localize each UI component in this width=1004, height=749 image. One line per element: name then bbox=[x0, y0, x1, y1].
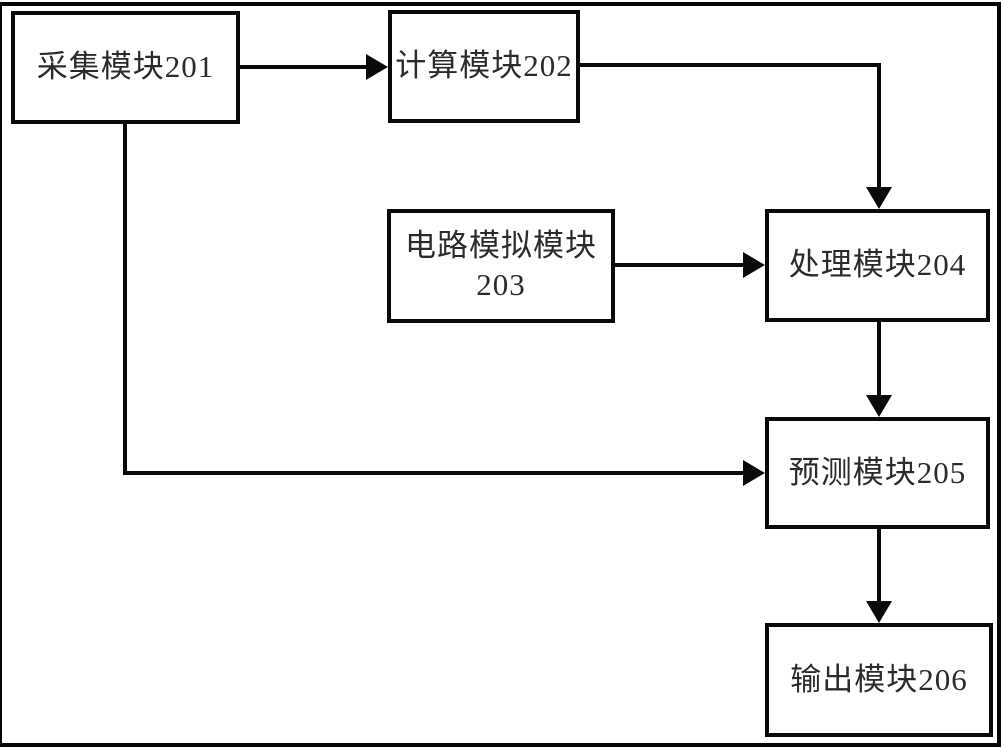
node-processing-module-204: 处理模块204 bbox=[765, 209, 990, 322]
connector-204-to-205-line bbox=[877, 320, 881, 397]
connector-202-to-204-vertical-line bbox=[877, 63, 881, 191]
connector-205-to-206-line bbox=[877, 527, 881, 605]
connector-203-to-204-line bbox=[613, 263, 745, 267]
node-prediction-module-205-label: 预测模块205 bbox=[788, 454, 967, 490]
arrowhead-205-to-206-icon bbox=[866, 601, 892, 623]
node-collection-module-201: 采集模块201 bbox=[11, 11, 240, 124]
node-calculation-module-202: 计算模块202 bbox=[388, 10, 580, 123]
arrowhead-204-to-205-icon bbox=[866, 395, 892, 417]
node-prediction-module-205: 预测模块205 bbox=[765, 417, 990, 529]
connector-201-to-205-vertical-line bbox=[123, 122, 127, 475]
arrowhead-202-to-204-icon bbox=[866, 187, 892, 209]
connector-202-to-204-horizontal-line bbox=[578, 63, 881, 67]
arrowhead-201-to-202-icon bbox=[366, 54, 388, 80]
node-processing-module-204-label: 处理模块204 bbox=[788, 247, 967, 283]
connector-201-to-205-horizontal-line bbox=[123, 471, 745, 475]
node-calculation-module-202-label: 计算模块202 bbox=[395, 48, 573, 84]
node-output-module-206: 输出模块206 bbox=[765, 623, 993, 737]
arrowhead-203-to-204-icon bbox=[743, 252, 765, 278]
node-circuit-simulation-module-203: 电路模拟模块 203 bbox=[387, 209, 615, 323]
arrowhead-201-to-205-icon bbox=[743, 460, 765, 486]
node-collection-module-201-label: 采集模块201 bbox=[36, 49, 215, 85]
node-circuit-simulation-module-203-label-line2: 203 bbox=[476, 267, 526, 302]
node-output-module-206-label: 输出模块206 bbox=[790, 661, 968, 697]
node-circuit-simulation-module-203-label-line1: 电路模拟模块 bbox=[405, 228, 597, 264]
connector-201-to-202-line bbox=[238, 65, 372, 69]
